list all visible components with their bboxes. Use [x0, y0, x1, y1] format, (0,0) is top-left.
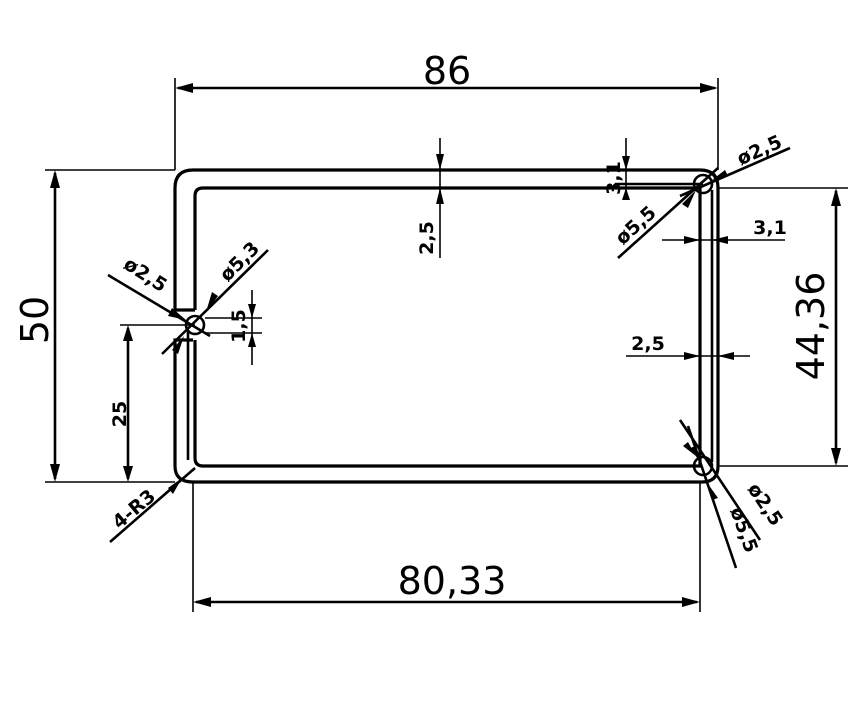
dim-overall-height: 50: [13, 169, 175, 483]
label-top-right-small-hole: ø2,5: [734, 131, 786, 170]
label-corner-radius: 4-R3: [108, 485, 160, 533]
dim-label-86: 86: [423, 49, 471, 93]
dim-label-25: 25: [109, 401, 131, 427]
leader-top-right-large: ø5,5: [611, 167, 719, 259]
dim-label-left-gap: 1,5: [228, 309, 250, 343]
dim-inner-width: 80,33: [192, 482, 701, 612]
leader-corner-radius: 4-R3: [108, 467, 196, 543]
inner-profile-line: [193, 186, 702, 468]
dim-label-80-33: 80,33: [398, 559, 507, 603]
dim-label-44-36: 44,36: [789, 272, 833, 381]
dim-right-gap: 3,1: [662, 217, 787, 244]
dim-top-right-gap: 3,1: [603, 138, 703, 200]
dim-left-gap: 1,5: [205, 290, 262, 365]
dim-label-top-right-gap: 3,1: [603, 161, 625, 195]
label-left-small-hole: ø2,5: [120, 253, 171, 297]
label-bottom-right-large-hole: ø5,5: [725, 504, 762, 555]
dim-label-right-wall: 2,5: [631, 333, 665, 355]
dim-left-offset: 25: [109, 324, 195, 482]
dim-top-wall: 2,5: [416, 138, 444, 258]
dim-label-right-gap: 3,1: [753, 217, 787, 239]
dim-label-top-wall: 2,5: [416, 221, 438, 255]
dim-right-wall: 2,5: [626, 333, 750, 360]
dim-overall-width: 86: [174, 49, 719, 170]
dim-label-50: 50: [13, 296, 57, 344]
dim-inner-height: 44,36: [718, 187, 848, 467]
